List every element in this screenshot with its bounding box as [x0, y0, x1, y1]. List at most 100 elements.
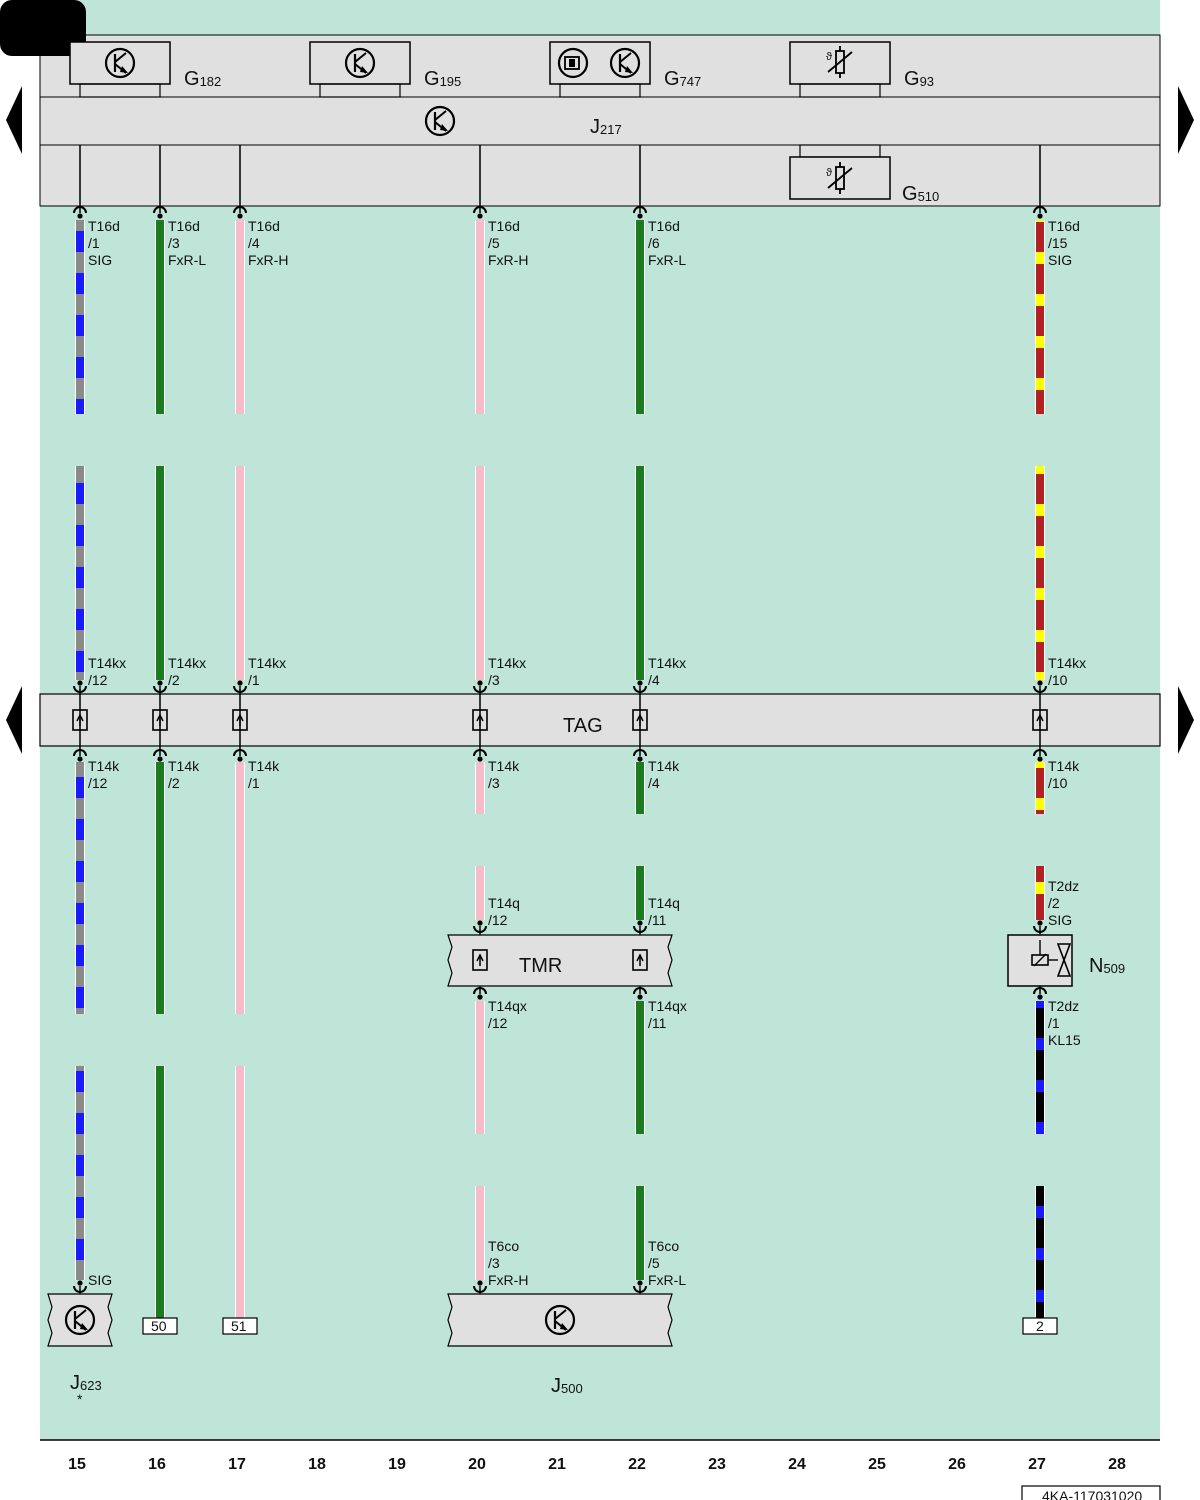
j623-num: 623	[80, 1378, 102, 1393]
j217-letter: J	[590, 116, 600, 138]
wire-segment	[236, 1066, 244, 1318]
g510-letter: G	[902, 183, 918, 205]
nav-left-icon[interactable]	[6, 686, 22, 754]
component-g510: G510	[789, 144, 939, 205]
connector-label-q: T14q/11	[648, 895, 680, 928]
wire-segment	[156, 762, 164, 1014]
column-number: 27	[1028, 1456, 1046, 1473]
j500-letter: J	[551, 1375, 561, 1397]
column-number: 21	[548, 1456, 566, 1473]
nav-left-icon[interactable]	[6, 86, 22, 154]
wire-segment	[76, 762, 84, 1014]
wire-segment	[236, 466, 244, 680]
wire-segment	[636, 866, 644, 920]
column-number: 17	[228, 1456, 246, 1473]
connector-label-k: T14k/4	[648, 758, 680, 791]
svg-text:J500: J500	[551, 1375, 583, 1397]
g182-letter: G	[184, 68, 200, 90]
svg-text:J623: J623	[70, 1372, 102, 1394]
reference-label: 51	[231, 1318, 247, 1334]
nav-right-icon[interactable]	[1178, 686, 1194, 754]
column-number: 23	[708, 1456, 726, 1473]
connector-label-k: T14k/1	[248, 758, 280, 791]
connector-label-kx: T14kx/4	[648, 655, 686, 688]
wire-segment	[1036, 220, 1044, 414]
connector-label-kx: T14kx/2	[168, 655, 206, 688]
footer-code: 4KA-117031020	[1042, 1488, 1142, 1500]
reference-box: 50	[142, 1317, 178, 1335]
n509-letter: N	[1089, 955, 1103, 977]
g195-letter: G	[424, 68, 440, 90]
j500-num: 500	[561, 1381, 583, 1396]
wire-segment	[636, 762, 644, 814]
wire-segment	[236, 220, 244, 414]
tag-label: TAG	[563, 715, 603, 737]
sensor-icon	[557, 47, 589, 79]
connector-label-bottom: SIG	[88, 1272, 112, 1288]
wire-segment	[476, 866, 484, 920]
component-g182: G182	[69, 41, 221, 98]
svg-text:G510: G510	[902, 183, 939, 205]
g93-letter: G	[904, 68, 920, 90]
nav-right-icon[interactable]	[1178, 86, 1194, 154]
svg-text:N509: N509	[1089, 955, 1125, 977]
column-number: 16	[148, 1456, 166, 1473]
wire-segment	[156, 466, 164, 680]
reference-box: 51	[222, 1317, 258, 1335]
wire-segment	[1036, 466, 1044, 680]
tag-band: TAG	[39, 693, 1161, 747]
component-g93: G93	[789, 41, 934, 98]
footer-code-box: 4KA-117031020	[1021, 1485, 1161, 1500]
column-number: 26	[948, 1456, 966, 1473]
g93-num: 93	[920, 74, 934, 89]
reference-box: 2	[1022, 1317, 1058, 1335]
component-g195: G195	[309, 41, 461, 98]
wire-segment	[236, 762, 244, 1014]
connector-label-kx: T14kx/12	[88, 655, 126, 688]
valve-icon	[1031, 940, 1072, 977]
wire-segment	[476, 466, 484, 680]
connector-label-q: T14q/12	[488, 895, 520, 928]
wire-segment	[636, 220, 644, 414]
wire-segment	[1036, 1186, 1044, 1318]
column-number: 19	[388, 1456, 406, 1473]
wire-segment	[76, 1066, 84, 1280]
connector-label-kx: T14kx/1	[248, 655, 286, 688]
g747-letter: G	[664, 68, 680, 90]
wire-segment	[156, 220, 164, 414]
connector-label-qx: T14qx/12	[488, 998, 527, 1031]
j623-note: *	[77, 1391, 83, 1407]
g747-num: 747	[680, 74, 702, 89]
column-number: 22	[628, 1456, 646, 1473]
svg-text:G747: G747	[664, 68, 701, 90]
wire-segment	[476, 1186, 484, 1280]
wire-segment	[476, 1001, 484, 1134]
svg-text:G195: G195	[424, 68, 461, 90]
reference-label: 50	[151, 1318, 167, 1334]
n509-num: 509	[1103, 961, 1125, 976]
column-number: 24	[788, 1456, 806, 1473]
component-j217: J217	[424, 105, 622, 138]
component-j500: J500	[447, 1293, 673, 1397]
j217-num: 217	[600, 122, 622, 137]
wire-segment	[1036, 762, 1044, 814]
svg-text:G93: G93	[904, 68, 934, 90]
connector-label-k: T14k/2	[168, 758, 200, 791]
connector-label-k: T14k/10	[1048, 758, 1080, 791]
reference-label: 2	[1036, 1318, 1044, 1334]
wire-segment	[1036, 866, 1044, 920]
svg-text:G182: G182	[184, 68, 221, 90]
wire-segment	[1036, 1001, 1044, 1134]
connector-label-kx: T14kx/3	[488, 655, 526, 688]
